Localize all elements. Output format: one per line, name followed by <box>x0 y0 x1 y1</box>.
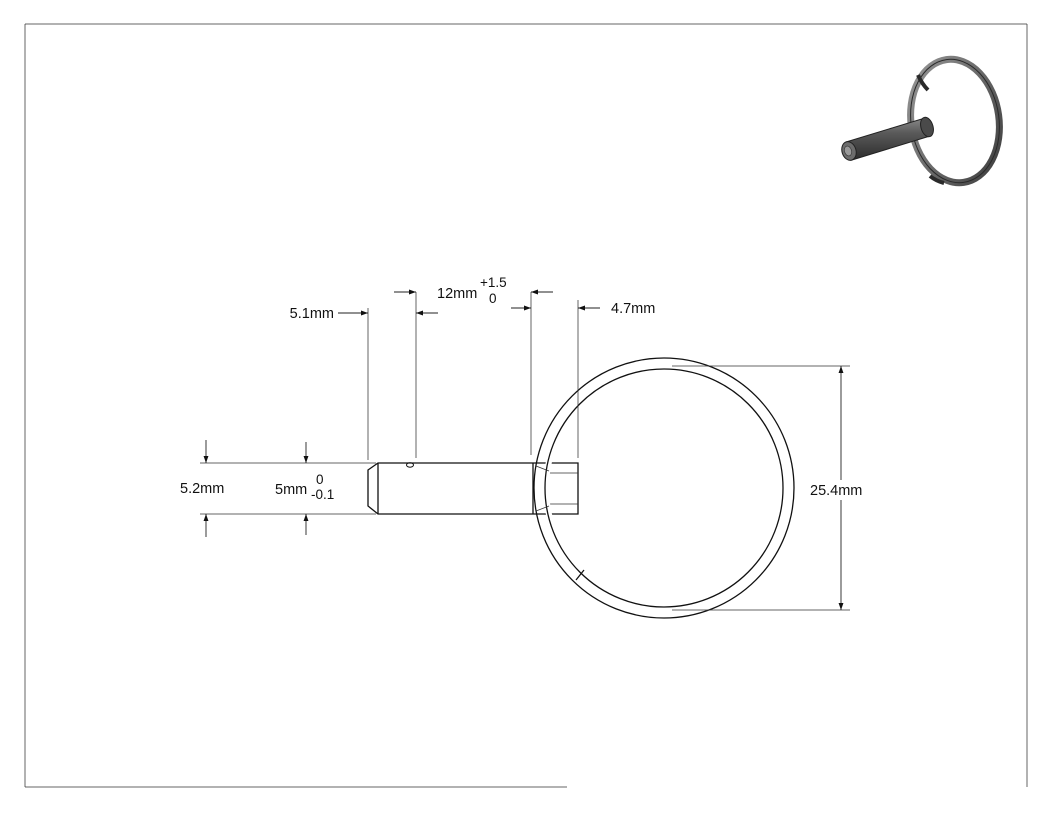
sheet-border <box>24 23 1028 788</box>
dim-pin-length-tol-lower: 0 <box>489 291 497 306</box>
dim-ring-wire-offset: 4.7mm <box>511 301 655 317</box>
dim-pin-diameter-tol-lower: -0.1 <box>311 487 334 502</box>
extension-lines <box>200 292 850 611</box>
dim-pin-length-tol-upper: +1.5 <box>480 275 507 290</box>
dim-chamfer-offset: 5.1mm <box>290 306 438 322</box>
dim-pin-diameter-label: 5mm <box>275 482 307 498</box>
dim-ring-wire-offset-label: 4.7mm <box>611 301 655 317</box>
dim-head-diameter: 5.2mm <box>180 440 224 537</box>
pin-body <box>367 462 579 515</box>
dim-pin-diameter: 5mm 0 -0.1 <box>275 442 334 535</box>
dim-head-diameter-label: 5.2mm <box>180 481 224 497</box>
dim-chamfer-offset-label: 5.1mm <box>290 306 334 322</box>
dim-pin-length-label: 12mm <box>437 286 477 302</box>
dim-pin-diameter-tol-upper: 0 <box>316 472 324 487</box>
dim-ring-diameter-label: 25.4mm <box>810 483 862 499</box>
dim-ring-diameter: 25.4mm <box>810 366 862 610</box>
isometric-preview <box>841 55 1003 187</box>
split-ring <box>533 357 795 619</box>
dim-pin-length: 12mm +1.5 0 <box>394 275 553 306</box>
